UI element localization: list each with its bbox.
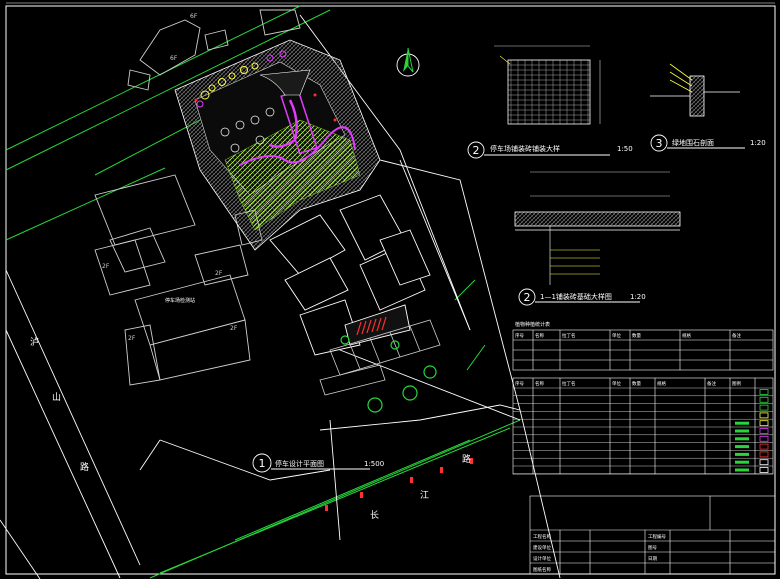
remark-mark: [735, 460, 749, 464]
road-char-4: 长: [370, 509, 379, 521]
floor-tag-3: 2F: [102, 263, 110, 270]
table-1-header-cell: 名称: [535, 332, 544, 339]
remark-mark: [735, 421, 749, 425]
legend-swatch: [759, 459, 769, 466]
street-markers: [325, 458, 473, 511]
plan-scale: 1:500: [364, 460, 384, 468]
road-char-3: 路: [80, 461, 89, 473]
table-2-header-cell: 名称: [535, 380, 544, 387]
detail-curb-section: [650, 63, 740, 117]
north-arrow-icon: [396, 47, 420, 77]
road-char-6: 路: [462, 453, 471, 465]
floor-tag-4: 2F: [215, 270, 223, 277]
table-1-header-cell: 备注: [732, 332, 741, 339]
legend-swatch: [759, 451, 769, 458]
detail-paving-pattern: [494, 45, 601, 125]
title-block-label: 设计单位: [533, 555, 551, 562]
detail-2-number: 2: [473, 144, 480, 157]
legend-swatch: [759, 443, 769, 450]
title-block: [529, 495, 776, 575]
detail-3-scale: 1:20: [750, 139, 766, 147]
legend-swatch: [759, 396, 769, 403]
plant-table-2: [512, 377, 774, 475]
road-char-5: 江: [420, 490, 429, 501]
drawing-frame: [5, 2, 776, 575]
legend-swatch: [759, 389, 769, 395]
table-2-header-cell: 数量: [632, 380, 641, 387]
remark-mark: [735, 468, 749, 472]
table-1-header-cell: 序号: [515, 332, 524, 339]
trees: [340, 335, 437, 413]
table-2-header-cell: 序号: [515, 380, 524, 387]
table-1-header-cell: 规格: [682, 332, 691, 339]
detail-3-title: 绿地围石剖面: [672, 138, 714, 147]
road-char-1: 泸: [30, 337, 39, 348]
table-2-header: 序号 名称 拉丁名 单位 数量 规格 备注 图例: [515, 380, 741, 387]
table-1-header-cell: 拉丁名: [562, 332, 576, 339]
table-2-header-cell: 拉丁名: [562, 380, 576, 387]
road-char-2: 山: [52, 392, 61, 403]
title-block-label: 工程编号: [648, 533, 666, 540]
remark-mark: [735, 445, 749, 449]
table-1-header-cell: 单位: [612, 332, 621, 339]
title-block-label: 工程名称: [533, 533, 551, 540]
plant-table-1: [512, 329, 774, 371]
legend-swatch: [759, 435, 769, 442]
park-site: [174, 39, 381, 251]
remark-mark: [735, 452, 749, 456]
detail-3-number: 3: [656, 137, 663, 150]
floor-tag-6: 2F: [128, 335, 136, 342]
road-lines: [5, 5, 521, 579]
detail-base-section: [514, 171, 681, 285]
table-1-header-cell: 数量: [632, 332, 641, 339]
detail-4-scale: 1:20: [630, 293, 646, 301]
parking-entry-stripes: [356, 316, 387, 336]
table-2-header-cell: 备注: [707, 380, 716, 387]
table-1-header: 序号 名称 拉丁名 单位 数量 规格 备注: [515, 332, 741, 339]
parking-structures: [269, 194, 431, 356]
table-2-header-cell: 规格: [657, 380, 666, 387]
detail-callout-circles: [252, 134, 745, 473]
detail-4-title: 1—1铺装砖基础大样图: [540, 292, 612, 301]
floor-tag-1: 6F: [190, 13, 198, 20]
table-2-header-cell: 单位: [612, 380, 621, 387]
legend-swatch: [759, 412, 769, 419]
plan-title: 停车设计平面图: [275, 459, 324, 468]
building-outlines: [94, 9, 301, 386]
legend-swatch: [759, 467, 769, 473]
title-block-label: 建设单位: [533, 544, 551, 551]
building-label: 停车场检测站: [165, 297, 195, 304]
floor-tag-5: 2F: [230, 325, 238, 332]
title-block-label: 日期: [648, 556, 657, 562]
floor-tag-2: 6F: [170, 55, 178, 62]
detail-4-number: 2: [524, 291, 531, 304]
parking-stalls: [319, 319, 441, 396]
table-1-title: 植物种植统计表: [515, 321, 550, 328]
detail-2-title: 停车场铺装砖铺装大样: [490, 144, 560, 153]
legend-swatch: [759, 428, 769, 434]
table-2-header-cell: 图例: [732, 380, 741, 387]
title-block-label: 图纸名称: [533, 566, 551, 573]
detail-2-scale: 1:50: [617, 145, 633, 153]
legend-swatch: [759, 420, 769, 427]
legend-swatch: [759, 404, 769, 411]
plant-table-2-rows: [513, 387, 773, 474]
remark-mark: [735, 429, 749, 433]
plan-number: 1: [259, 457, 266, 470]
remark-mark: [735, 437, 749, 441]
title-block-label: 图号: [648, 545, 657, 551]
